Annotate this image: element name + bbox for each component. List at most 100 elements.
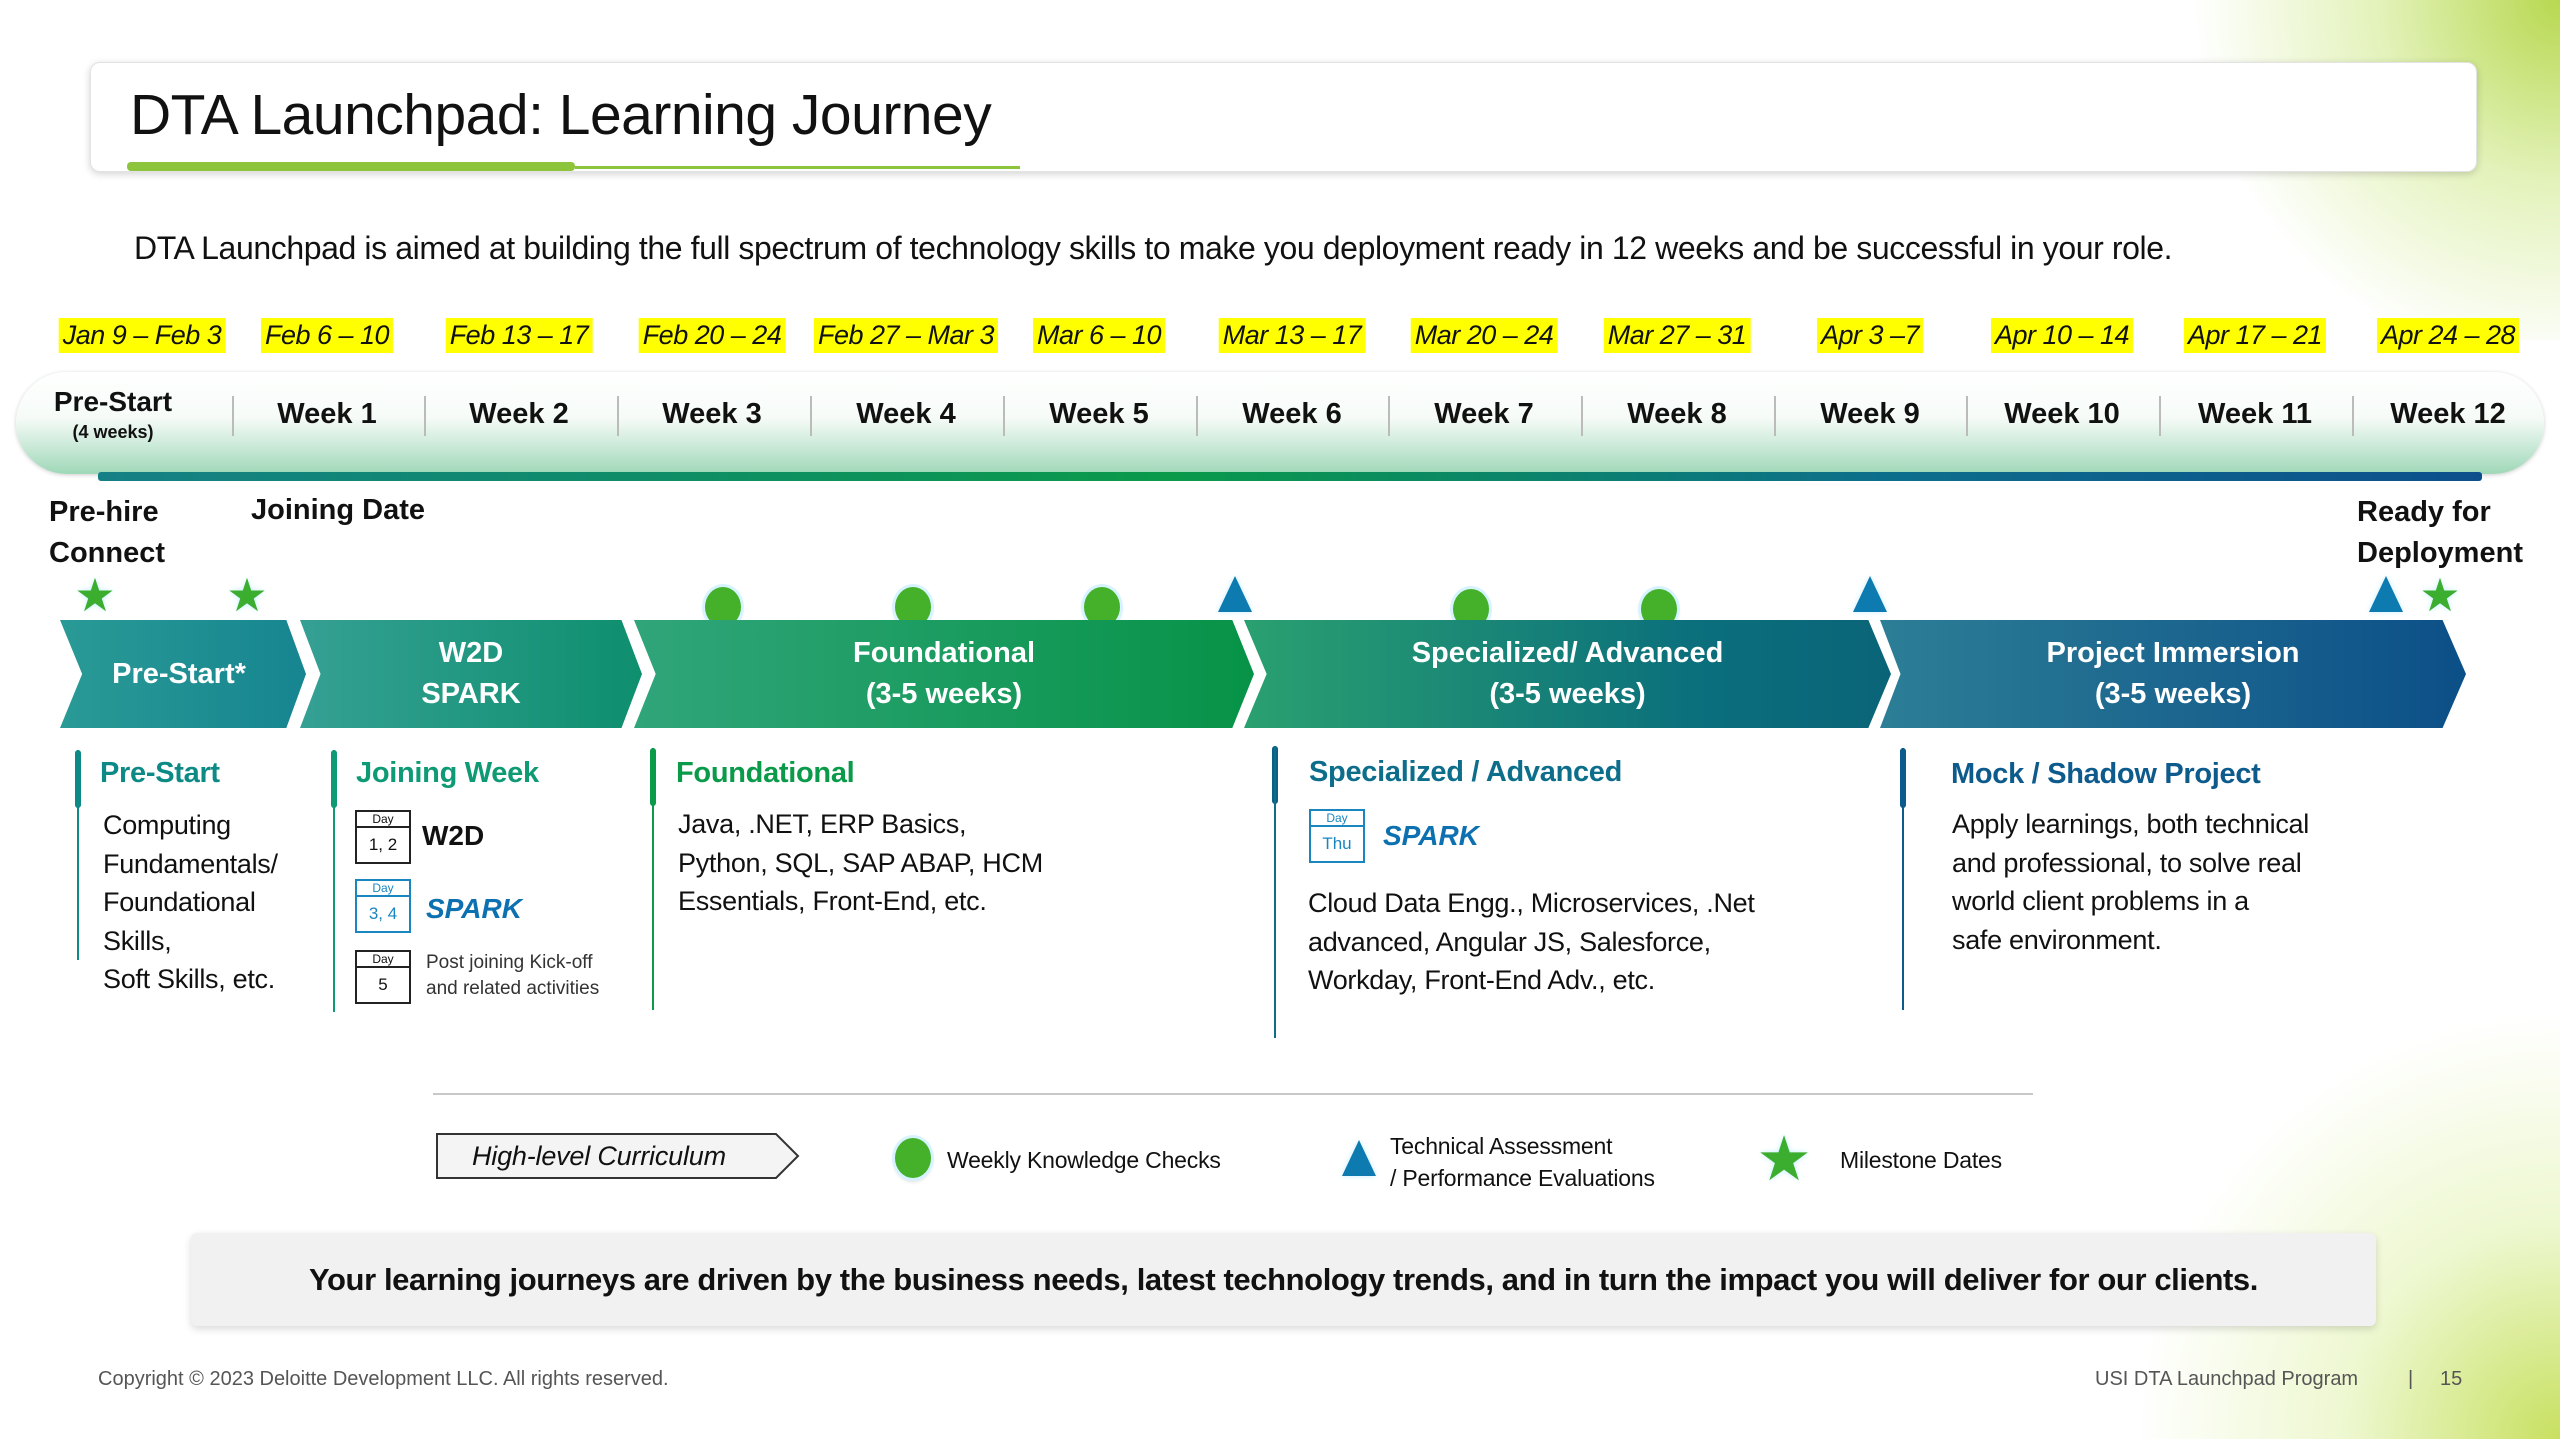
text: and professional, to solve real <box>1952 847 2302 878</box>
spark-label: SPARK <box>426 893 522 924</box>
week-separator <box>1581 396 1583 436</box>
text: Day <box>357 881 409 897</box>
text: Computing <box>103 810 231 840</box>
text: 3, 4 <box>368 904 398 923</box>
column-body: Apply learnings, both technical and prof… <box>1952 805 2309 959</box>
column-heading: Mock / Shadow Project <box>1951 758 2261 790</box>
week-separator <box>232 396 234 436</box>
text: Workday, Front-End Adv., etc. <box>1308 965 1655 995</box>
text: advanced, Angular JS, Salesforce, <box>1308 926 1711 957</box>
phase-project-immersion: Project Immersion (3-5 weeks) <box>1880 620 2466 728</box>
text: Skills, <box>103 925 172 956</box>
footer-separator: | <box>2408 1368 2414 1390</box>
legend-weekly: Weekly Knowledge Checks <box>947 1147 1221 1173</box>
page-number: 15 <box>2440 1368 2463 1390</box>
week-label: Week 2 <box>469 398 569 430</box>
text: Day <box>357 812 409 828</box>
text: 5 <box>378 975 388 994</box>
text: world client problems in a <box>1952 886 2249 916</box>
assessment-triangle-icon <box>1853 576 1887 612</box>
knowledge-check-icon <box>895 1138 931 1178</box>
legend-curriculum: High-level Curriculum <box>472 1141 726 1171</box>
text: and related activities <box>426 978 600 999</box>
text: Connect <box>49 537 165 569</box>
week-label: Week 12 <box>2390 398 2506 430</box>
curriculum-legend-shape <box>436 1133 800 1179</box>
column-heading: Specialized / Advanced <box>1309 756 1623 788</box>
legend-technical: Technical Assessment/ Performance Evalua… <box>1390 1130 1655 1194</box>
text: Python, SQL, SAP ABAP, HCM <box>678 847 1043 878</box>
week-separator <box>617 396 619 436</box>
text: Cloud Data Engg., Microservices, .Net <box>1308 888 1755 918</box>
date-range: Feb 27 – Mar 3 <box>813 318 999 353</box>
title-underline <box>575 166 1020 169</box>
date-range: Mar 27 – 31 <box>1603 318 1751 353</box>
title-box <box>90 62 2477 172</box>
date-range: Apr 24 – 28 <box>2376 318 2520 353</box>
week-label: Pre-Start <box>53 386 173 417</box>
week-separator <box>810 396 812 436</box>
assessment-triangle-icon <box>1218 576 1252 612</box>
milestone-star-icon: ★ <box>226 569 268 621</box>
week-label: Week 10 <box>2004 398 2120 430</box>
text: Ready for <box>2357 496 2491 528</box>
milestone-label-joining: Joining Date <box>251 494 426 526</box>
bottom-message: Your learning journeys are driven by the… <box>191 1233 2376 1326</box>
milestone-star-icon: ★ <box>1756 1125 1812 1194</box>
week-separator <box>2159 396 2161 436</box>
column-body: Computing Fundamentals/ Foundational Ski… <box>103 806 278 999</box>
week-bar-underline <box>98 472 2482 481</box>
date-range: Mar 6 – 10 <box>1032 318 1166 353</box>
phase-label: (3-5 weeks) <box>2094 678 2252 710</box>
column-line <box>652 748 654 1010</box>
legend-milestone: Milestone Dates <box>1840 1147 2002 1173</box>
phase-prestart: Pre-Start* <box>60 620 306 728</box>
week-separator <box>1003 396 1005 436</box>
week-sublabel: (4 weeks) <box>72 422 154 442</box>
phase-label: Project Immersion <box>2046 637 2300 669</box>
text: Soft Skills, etc. <box>103 964 275 994</box>
date-range: Apr 3 –7 <box>1816 318 1924 353</box>
background-decoration <box>2140 1000 2560 1439</box>
phase-label: SPARK <box>421 678 521 710</box>
week-label: Week 4 <box>856 398 956 430</box>
text: safe environment. <box>1952 924 2162 955</box>
week-separator <box>2352 396 2354 436</box>
title-underline <box>127 162 575 171</box>
week-label: Week 11 <box>2198 398 2312 430</box>
column-body: Cloud Data Engg., Microservices, .Net ad… <box>1308 884 1755 1000</box>
phase-specialized: Specialized/ Advanced(3-5 weeks) <box>1244 620 1891 728</box>
kickoff-text: Post joining Kick-off and related activit… <box>426 950 599 1002</box>
column-line <box>1274 746 1276 1038</box>
phase-label: Specialized/ Advanced <box>1411 637 1724 669</box>
text: Foundational <box>103 887 256 917</box>
week-label: Week 8 <box>1627 398 1727 430</box>
phase-label: W2D <box>438 637 504 669</box>
column-heading: Joining Week <box>356 757 539 789</box>
week-separator <box>1774 396 1776 436</box>
milestone-star-icon: ★ <box>2419 569 2461 621</box>
date-range: Apr 10 – 14 <box>1990 318 2134 353</box>
phase-w2d-spark: W2D SPARK <box>300 620 642 728</box>
milestone-star-icon: ★ <box>74 569 116 621</box>
program-name: USI DTA Launchpad Program <box>2095 1368 2359 1390</box>
date-range: Jan 9 – Feb 3 <box>58 318 226 353</box>
divider <box>433 1093 2033 1095</box>
week-label: Week 7 <box>1434 398 1534 430</box>
column-line <box>1902 748 1904 1010</box>
date-range: Feb 13 – 17 <box>445 318 593 353</box>
text: Essentials, Front-End, etc. <box>678 886 987 916</box>
text: Post joining Kick-off <box>426 952 593 973</box>
text: Day <box>357 952 409 968</box>
week-separator <box>1966 396 1968 436</box>
text: Apply learnings, both technical <box>1952 809 2309 839</box>
week-label: Week 1 <box>277 398 377 430</box>
week-label: Week 5 <box>1049 398 1149 430</box>
date-range: Feb 20 – 24 <box>638 318 786 353</box>
phase-foundational: Foundational(3-5 weeks) <box>634 620 1254 728</box>
text: Day <box>1311 811 1363 827</box>
column-body: Java, .NET, ERP Basics, Python, SQL, SAP… <box>678 805 1043 921</box>
column-heading: Foundational <box>676 757 855 789</box>
calendar-icon: Day 5 <box>355 950 411 1004</box>
